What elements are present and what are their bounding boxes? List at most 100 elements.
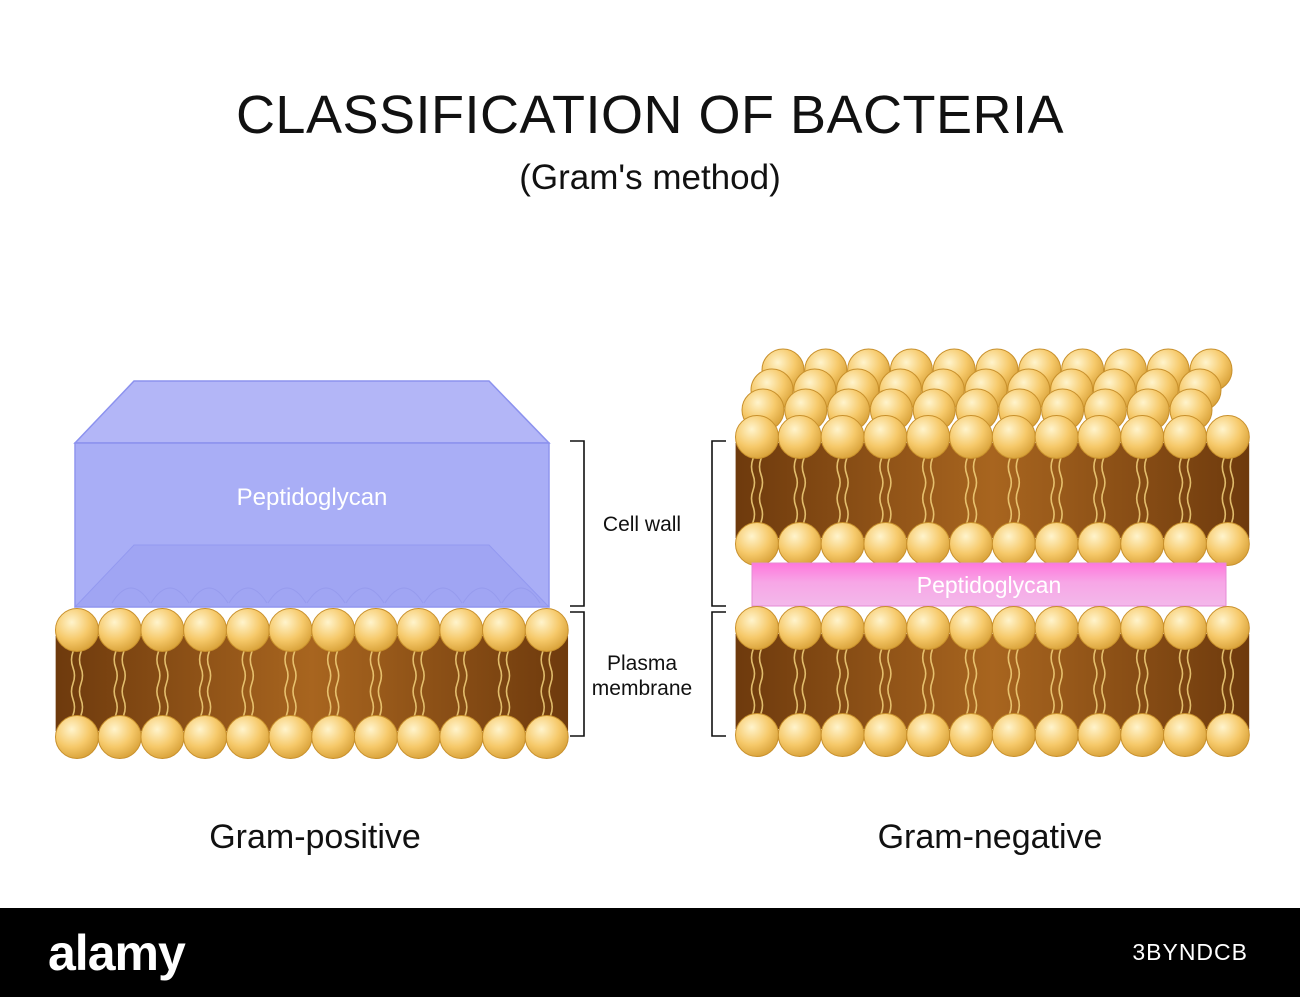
lipid-head (1205, 713, 1250, 757)
membrane-outline-beneath (462, 587, 502, 604)
fatty-acid-tail (758, 442, 764, 539)
plasma-membrane-label-line1: Plasma (606, 652, 678, 675)
lipid-head (863, 713, 908, 757)
gram-negative-structure (735, 348, 1250, 757)
fatty-acid-tail (972, 442, 978, 539)
fatty-acid-tail (369, 635, 375, 732)
fatty-acid-tail (164, 635, 169, 732)
lipid-tail-region (735, 634, 1250, 729)
fatty-acid-tail (1143, 442, 1149, 539)
fatty-acid-tail (497, 635, 503, 732)
lipid-head (524, 608, 569, 652)
lipid-head (396, 608, 441, 652)
lipid-head (311, 715, 356, 759)
bracket (711, 611, 726, 737)
membrane-outline-beneath (267, 587, 307, 604)
bracket (711, 440, 726, 607)
fatty-acid-tail (420, 635, 425, 732)
fatty-acid-tail (1101, 442, 1106, 539)
fatty-acid-tail (1135, 633, 1141, 730)
membrane-outline-beneath (345, 587, 385, 604)
lipid-head (949, 606, 993, 650)
lipid-head (268, 715, 313, 759)
fatty-acid-tail (836, 633, 841, 730)
fatty-acid-tail (326, 635, 332, 732)
lipid-head (396, 715, 441, 759)
lipid-head (439, 715, 484, 759)
fatty-acid-tail (241, 635, 247, 732)
fatty-acid-tail (793, 442, 799, 539)
lipid-head (183, 715, 228, 759)
fatty-acid-tail (463, 635, 468, 732)
lipid-head (777, 522, 822, 566)
gram-negative-caption: Gram-negative (877, 818, 1103, 856)
fatty-acid-tail (844, 633, 849, 730)
fatty-acid-tail (70, 635, 76, 732)
fatty-acid-tail (887, 442, 892, 539)
lipid-head (439, 608, 484, 652)
lipid-head (482, 715, 526, 759)
lipid-head (820, 522, 865, 566)
lipid-head (225, 715, 270, 759)
fatty-acid-tail (929, 442, 935, 539)
lipid-head (140, 608, 185, 652)
gram-positive-structure (55, 380, 569, 759)
fatty-acid-tail (206, 635, 212, 732)
fatty-acid-tail (879, 633, 884, 730)
fatty-acid-tail (377, 635, 383, 732)
lipid-head (735, 606, 779, 650)
peptidoglycan-thin-layer (751, 562, 1227, 607)
lipid-head (1205, 415, 1250, 459)
lipid-head (991, 522, 1036, 566)
lipid-head (1120, 415, 1165, 459)
lipid-head (1163, 713, 1207, 757)
gram-positive-caption: Gram-positive (209, 818, 421, 856)
lipid-head (906, 415, 951, 459)
fatty-acid-tail (78, 635, 84, 732)
gram-positive-peptidoglycan-label: Peptidoglycan (236, 484, 388, 511)
lipid-head (183, 608, 228, 652)
lipid-head (1077, 606, 1122, 650)
membrane-outline-beneath (189, 587, 229, 604)
fatty-acid-tail (1221, 442, 1227, 539)
plasma-membrane-label: Plasma membrane (586, 651, 698, 701)
lipid-head (991, 415, 1036, 459)
fatty-acid-tail (1221, 633, 1227, 730)
fatty-acid-tail (1186, 442, 1192, 539)
lipid-head (820, 713, 865, 757)
fatty-acid-tail (1135, 442, 1141, 539)
fatty-acid-tail (750, 633, 756, 730)
lipid-head (482, 608, 526, 652)
bracket (570, 440, 585, 607)
lipid-head (863, 415, 908, 459)
peptidoglycan-block-base (73, 544, 551, 608)
lipid-head (735, 713, 779, 757)
membrane-outline-beneath (228, 587, 268, 604)
fatty-acid-tail (887, 633, 892, 730)
fatty-acid-tail (540, 635, 545, 732)
fatty-acid-tail (1101, 633, 1106, 730)
lipid-head (735, 522, 779, 566)
lipid-head (55, 715, 99, 759)
fatty-acid-tail (844, 442, 849, 539)
fatty-acid-tail (1015, 633, 1021, 730)
lipid-head (1205, 606, 1250, 650)
lipid-head (225, 608, 270, 652)
fatty-acid-tail (750, 442, 756, 539)
fatty-acid-tail (292, 635, 297, 732)
fatty-acid-tail (455, 635, 460, 732)
lipid-head (1205, 522, 1250, 566)
lipid-head (777, 606, 822, 650)
fatty-acid-tail (1058, 442, 1063, 539)
lipid-head (353, 608, 398, 652)
fatty-acid-tail (801, 633, 807, 730)
fatty-acid-tail (964, 442, 970, 539)
lipid-head (311, 608, 356, 652)
lipid-head (268, 608, 313, 652)
plasma-membrane-label-line2: membrane (591, 677, 693, 700)
fatty-acid-tail (1050, 442, 1055, 539)
lipid-head (820, 606, 865, 650)
lipid-head (140, 715, 185, 759)
fatty-acid-tail (1143, 633, 1149, 730)
